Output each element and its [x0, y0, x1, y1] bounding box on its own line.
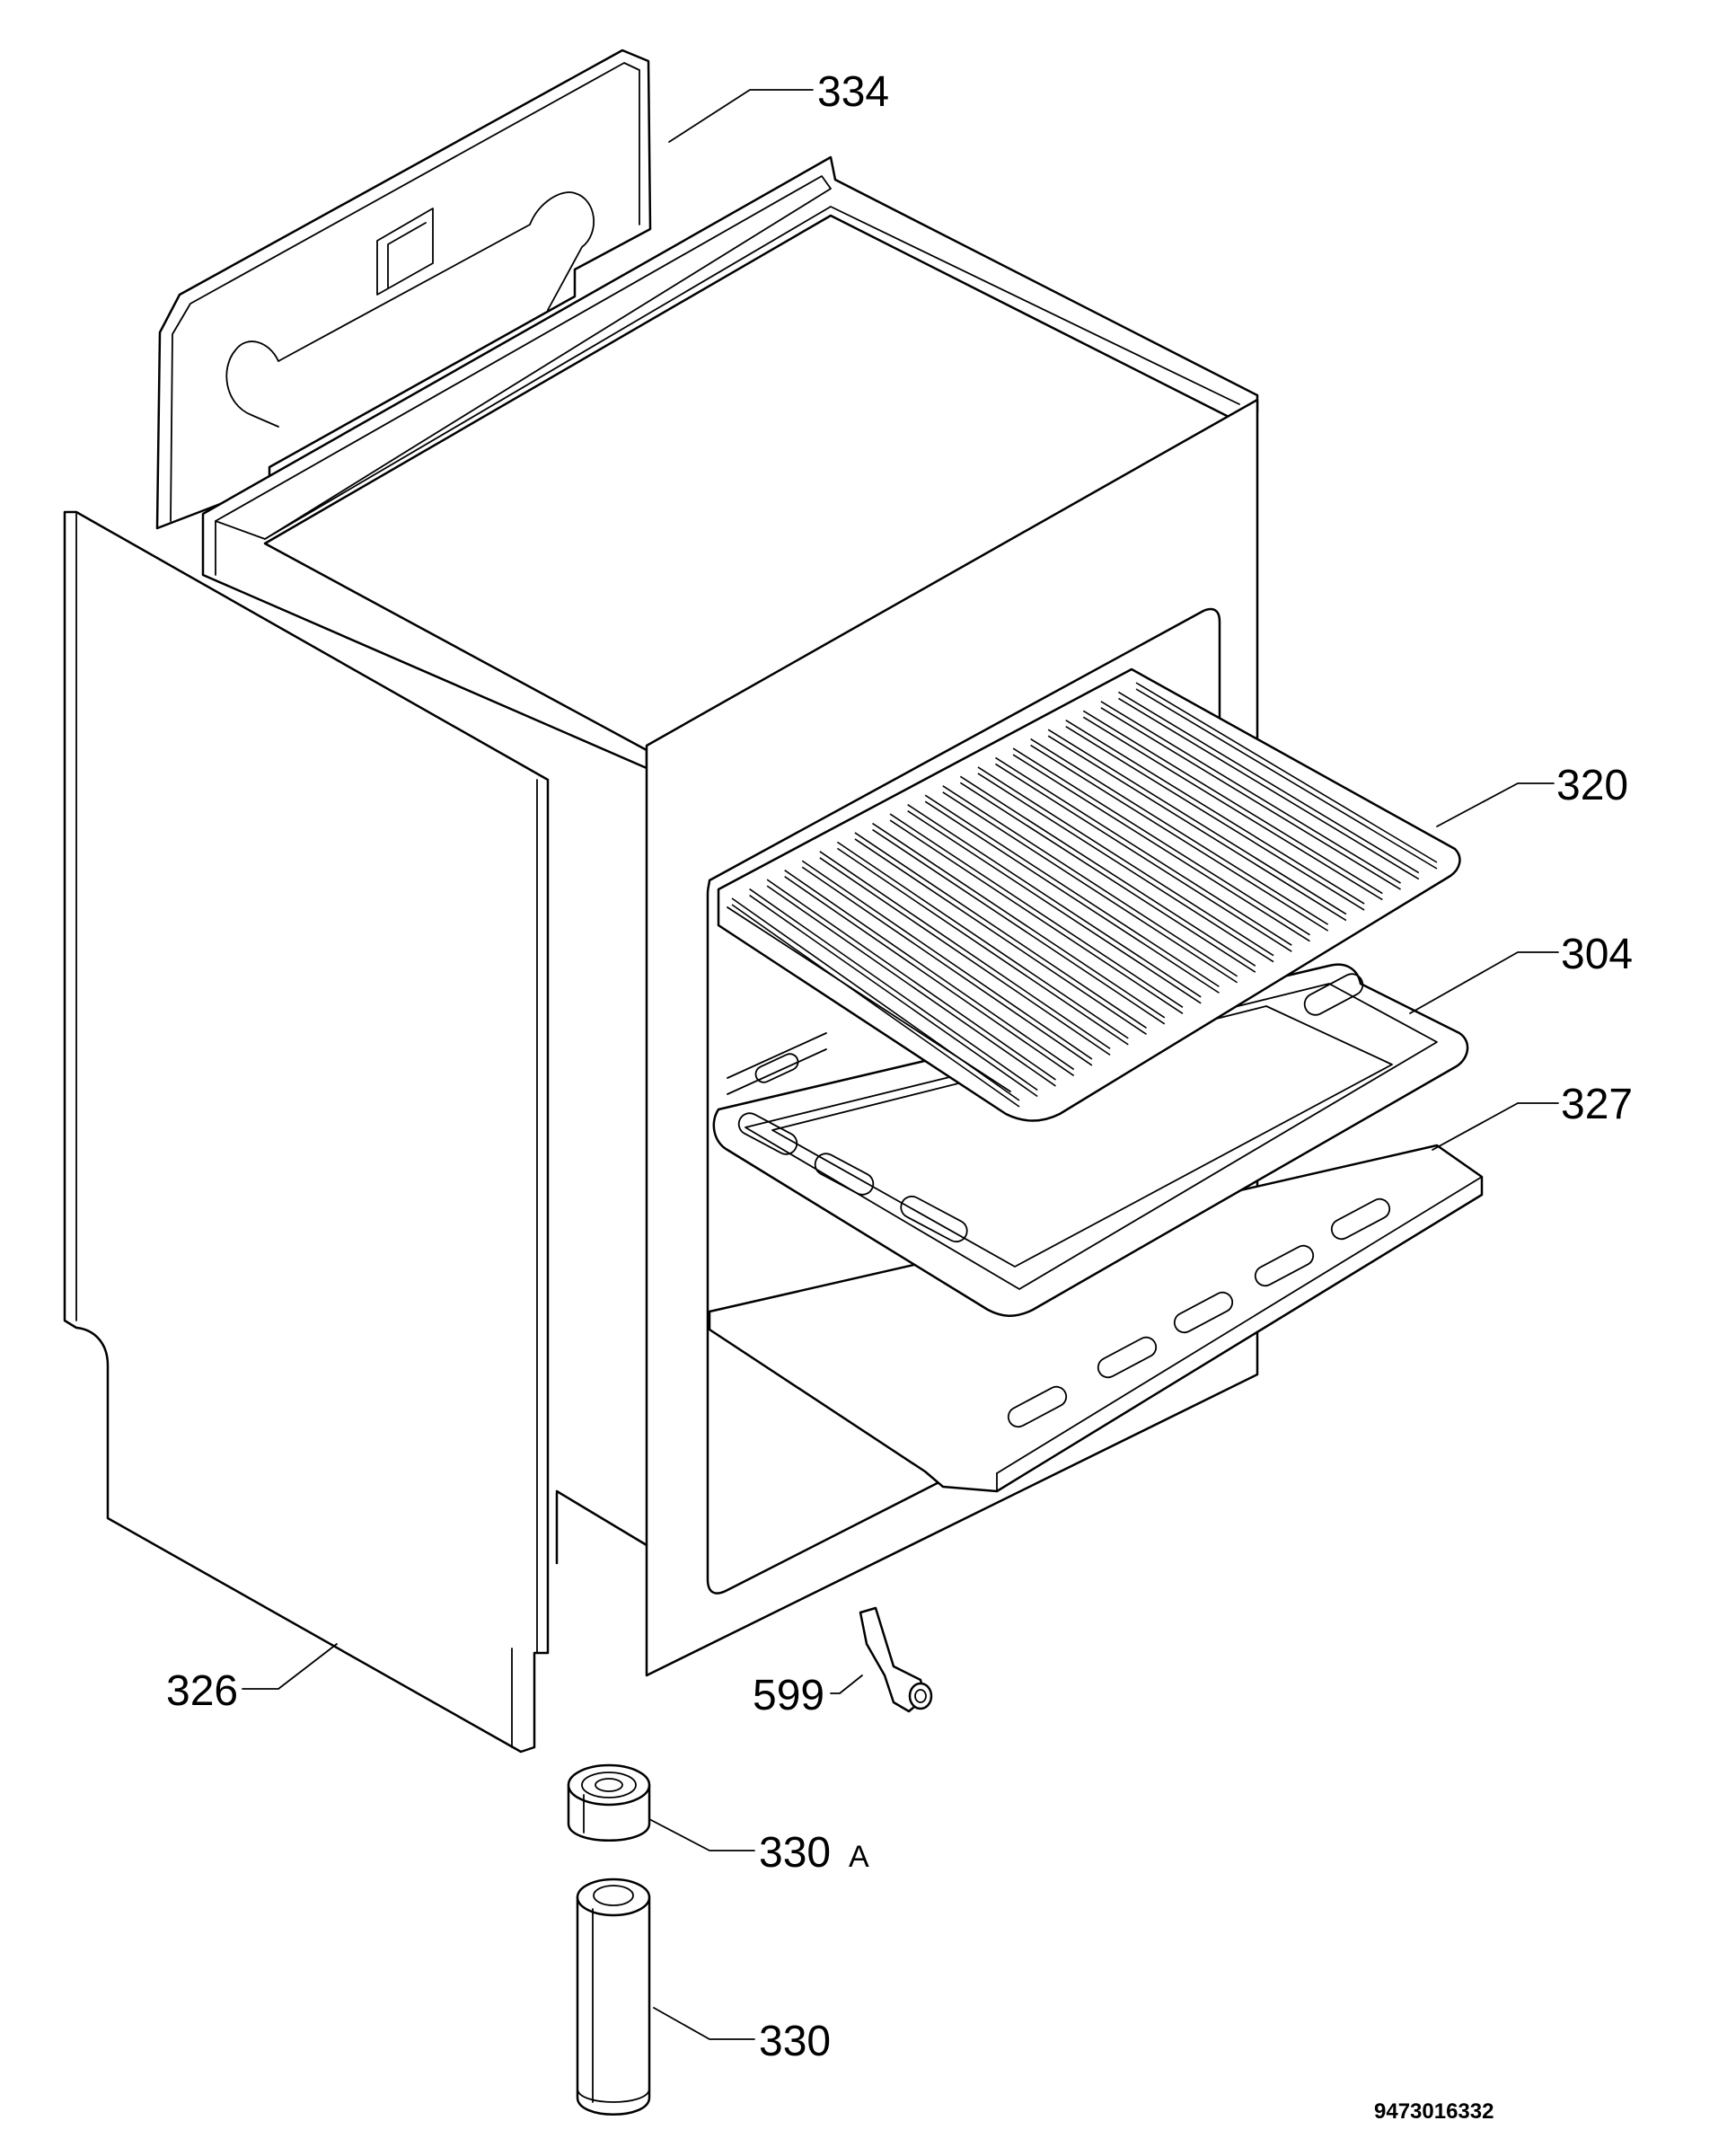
callout-304: 304 — [1561, 931, 1633, 978]
shelf-bar — [784, 870, 1075, 1071]
shelf-bar — [907, 809, 1202, 1004]
callout-599: 599 — [753, 1672, 824, 1719]
leader-lines — [242, 89, 1559, 2040]
shelf-bar — [1135, 682, 1438, 863]
shelf-bar — [1047, 729, 1347, 915]
shelf-bar — [1047, 735, 1347, 922]
shelf-bar — [1065, 726, 1365, 911]
clip-599 — [859, 1606, 933, 1713]
callout-330: 330 — [759, 2018, 831, 2065]
shelf-bar — [942, 785, 1238, 977]
shelf-bar — [784, 876, 1075, 1077]
shelf-bar — [1100, 707, 1401, 890]
baking-tray-327 — [708, 1144, 1484, 1493]
drawing-code: 9473016332 — [1374, 2099, 1494, 2124]
shelf-bar — [1065, 720, 1365, 905]
shelf-bar — [872, 822, 1166, 1019]
shelf-bar — [819, 857, 1111, 1056]
shelf-bar — [995, 763, 1292, 952]
callout-326: 326 — [166, 1667, 238, 1715]
shelf-bar — [1118, 691, 1420, 874]
callout-330a: 330 — [759, 1829, 831, 1877]
shelf-bar — [801, 866, 1093, 1066]
callout-334: 334 — [817, 68, 889, 116]
callout-327: 327 — [1561, 1081, 1633, 1128]
shelf-bar — [872, 828, 1166, 1025]
shelf-bar — [1030, 738, 1329, 925]
shelf-bar — [907, 803, 1202, 998]
shelf-bar — [749, 894, 1038, 1098]
shelf-bar — [1082, 716, 1383, 901]
wire-shelf-320 — [717, 667, 1461, 1122]
shelf-bar — [1082, 710, 1383, 895]
shelf-bar — [836, 847, 1129, 1046]
shelf-bars — [731, 682, 1438, 1108]
shelf-bar — [766, 885, 1056, 1087]
shelf-bar — [977, 773, 1274, 963]
shelf-bar — [1012, 747, 1310, 936]
tray-vents — [1007, 1197, 1391, 1428]
callout-320: 320 — [1556, 762, 1628, 809]
shelf-bar — [889, 819, 1184, 1014]
shelf-bar — [854, 838, 1147, 1036]
shelf-bar — [1135, 688, 1438, 870]
back-panel-334 — [155, 49, 652, 530]
shelf-bar — [924, 800, 1220, 994]
shelf-bar — [959, 782, 1256, 973]
shelf-bar — [801, 860, 1093, 1060]
shelf-bar — [1118, 697, 1420, 880]
shelf-bar — [959, 775, 1256, 967]
foot-330 — [576, 1878, 651, 2116]
roasting-pan-304 — [712, 963, 1469, 1317]
callout-labels: 334 320 304 327 326 599 330 A 330 947301… — [166, 68, 1633, 2124]
shelf-bar — [731, 904, 1020, 1108]
shelf-bar — [889, 813, 1184, 1008]
shelf-bar — [1100, 701, 1401, 884]
callout-330a-suffix: A — [849, 1840, 869, 1874]
foot-cap-330a — [567, 1763, 651, 1842]
shelf-bar — [854, 832, 1147, 1029]
pan-handle-slots — [737, 973, 1364, 1243]
side-panel-326 — [63, 510, 550, 1754]
shelf-bar — [942, 791, 1238, 984]
shelf-bar — [836, 841, 1129, 1039]
shelf-bar — [766, 879, 1056, 1081]
shelf-bar — [995, 756, 1292, 946]
shelf-bar — [977, 766, 1274, 957]
shelf-runners — [727, 1032, 827, 1095]
shelf-bar — [819, 851, 1111, 1050]
shelf-bar — [749, 888, 1038, 1091]
shelf-bar — [1012, 754, 1310, 942]
shelf-bar — [924, 794, 1220, 987]
shelf-bar — [1030, 744, 1329, 932]
